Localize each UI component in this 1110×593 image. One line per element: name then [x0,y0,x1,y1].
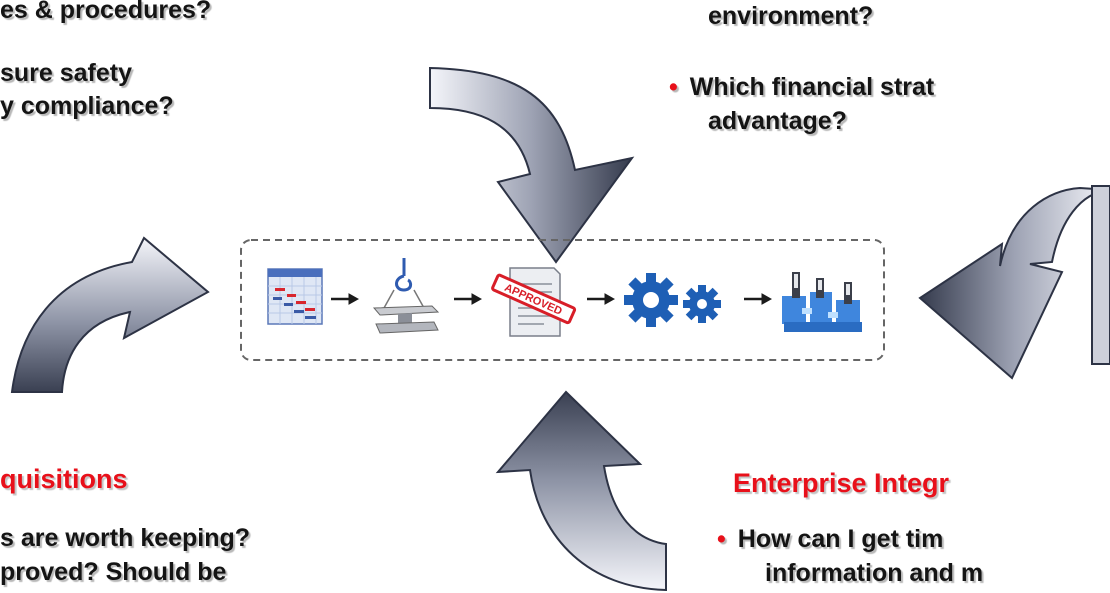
bottom-right-bullet-item: • How can I get tim [717,524,943,555]
right-curved-arrow [918,186,1110,380]
top-left-line-3: y compliance? [0,92,174,120]
top-curved-arrow [429,66,635,264]
bottom-left-line-2: proved? Should be [0,558,227,586]
enterprise-integration-header: Enterprise Integr [733,468,950,498]
top-right-line-1: environment? [708,2,874,30]
top-right-line-2: Which financial strat [689,73,935,101]
top-left-line-2: sure safety [0,59,133,87]
bottom-curved-arrow [495,390,667,592]
top-right-bullet-item: • Which financial strat [669,72,934,103]
chart-icon [267,268,323,325]
bottom-right-line-1: How can I get tim [737,525,944,553]
beam-hook-icon [372,258,440,334]
approved-document-icon: APPROVED [491,267,577,337]
bullet-dot: • [669,73,678,101]
bottom-right-line-2: information and m [765,559,984,587]
right-arrow-tail [1091,185,1110,365]
gears-icon [624,273,721,327]
process-box [240,239,885,361]
top-right-line-3: advantage? [708,107,847,135]
bullet-dot: • [717,525,726,553]
step-connectors [331,293,773,305]
left-curved-arrow [10,236,210,393]
bottom-left-line-1: s are worth keeping? [0,524,251,552]
top-left-line-1: es & procedures? [0,0,212,24]
factory-icon [782,272,862,332]
acquisitions-header: quisitions [0,464,128,494]
